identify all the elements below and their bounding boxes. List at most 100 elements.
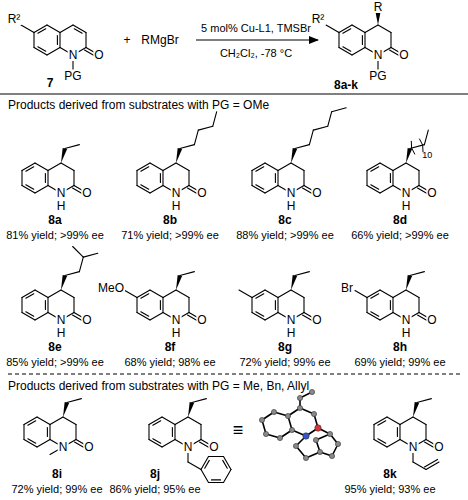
- bond-line: [413, 462, 426, 470]
- bond-line: [371, 294, 379, 299]
- yield-label: 85% yield; >99% ee: [6, 357, 104, 368]
- bond-line: [201, 470, 209, 483]
- bond-line: [180, 272, 195, 276]
- bond-line: [328, 112, 332, 127]
- bond-line: [73, 25, 86, 33]
- bond-line: [224, 457, 232, 470]
- bond-line: [252, 186, 265, 194]
- atom-label: O: [311, 314, 322, 326]
- bond-line: [47, 48, 60, 56]
- bond-line: [175, 417, 188, 425]
- compound-number: 8d: [393, 214, 407, 226]
- bond-line: [67, 399, 82, 403]
- xray-atom: [259, 417, 264, 422]
- compound-number: 8c: [278, 214, 291, 226]
- bond-line: [150, 290, 163, 298]
- bond-line: [57, 35, 58, 44]
- bond-line: [50, 417, 63, 425]
- bond-line: [406, 290, 419, 298]
- atom-label: N: [373, 49, 384, 61]
- compound-number: 7: [47, 77, 54, 89]
- bond-line: [28, 439, 36, 444]
- atom-label: N: [408, 441, 419, 453]
- section-rule: [0, 94, 468, 95]
- xray-atom: [289, 427, 294, 432]
- bond-line: [355, 291, 367, 298]
- bond-line: [406, 163, 419, 171]
- bond-line: [188, 298, 189, 313]
- atom-label: H: [56, 200, 67, 212]
- bond-line: [26, 185, 34, 190]
- atom-label: O: [311, 187, 322, 199]
- bond-line: [393, 163, 406, 171]
- bond-line: [332, 108, 347, 112]
- atom-label: O: [426, 187, 437, 199]
- atom-label: O: [196, 187, 207, 199]
- bond-line: [73, 298, 74, 313]
- bond-line: [37, 440, 50, 448]
- bond-line: [153, 421, 161, 426]
- compound-number: 8j: [150, 468, 160, 480]
- bond-line: [352, 25, 365, 33]
- bond-line: [392, 171, 393, 186]
- bond-line: [397, 427, 398, 436]
- bond-line: [275, 173, 276, 182]
- bond-line: [339, 48, 352, 56]
- bond-line: [256, 294, 264, 299]
- bond-line: [390, 173, 391, 182]
- xray-atom: [335, 441, 340, 446]
- bond-line: [73, 247, 84, 258]
- bond-line: [378, 439, 386, 444]
- bond-line: [150, 163, 163, 171]
- xray-atom: [313, 437, 318, 442]
- bond-line: [22, 290, 35, 298]
- bond-line: [313, 126, 328, 130]
- bond-line: [392, 298, 393, 313]
- repeat-count: 10: [422, 151, 432, 160]
- atom-label: H: [286, 327, 297, 339]
- bond-line: [160, 173, 161, 182]
- bond-line: [426, 462, 439, 470]
- bond-line: [149, 440, 162, 448]
- bond-line: [163, 163, 176, 171]
- bond-line: [251, 298, 252, 313]
- bond-line: [209, 456, 224, 457]
- xray-atom: [303, 433, 309, 439]
- bond-line: [343, 47, 351, 52]
- bond-line: [224, 470, 232, 483]
- bond-line: [371, 167, 379, 172]
- bond-line: [373, 425, 374, 440]
- substituent-label: R: [373, 1, 384, 13]
- atom-label: H: [171, 327, 182, 339]
- bond-line: [35, 163, 48, 171]
- bond-line: [61, 290, 74, 298]
- atom-label: N: [183, 441, 194, 453]
- wedge-bond: [406, 275, 412, 290]
- bond-line: [48, 290, 61, 298]
- bond-line: [150, 186, 163, 194]
- bond-line: [35, 290, 48, 298]
- compound-number: 8i: [52, 468, 62, 480]
- atom-label: N: [171, 314, 182, 326]
- substituent-label: R²: [311, 13, 326, 25]
- bond-line: [352, 48, 365, 56]
- bond-line: [149, 417, 162, 425]
- bond-line: [61, 163, 74, 171]
- bond-line: [367, 290, 380, 298]
- protecting-group-label: PG: [63, 70, 82, 82]
- bond-line: [26, 294, 34, 299]
- bond-line: [209, 482, 224, 483]
- bond-line: [277, 171, 278, 186]
- bond-line: [174, 425, 175, 440]
- bond-line: [47, 25, 60, 33]
- bond-line: [291, 290, 304, 298]
- bond-line: [83, 253, 98, 257]
- bond-line: [21, 171, 22, 186]
- bond-line: [60, 25, 73, 33]
- yield-label: 71% yield; >99% ee: [121, 230, 219, 241]
- xray-atom: [263, 431, 268, 436]
- bond-line: [24, 417, 37, 425]
- bond-line: [278, 290, 291, 298]
- bond-line: [34, 48, 47, 56]
- bond-line: [265, 163, 278, 171]
